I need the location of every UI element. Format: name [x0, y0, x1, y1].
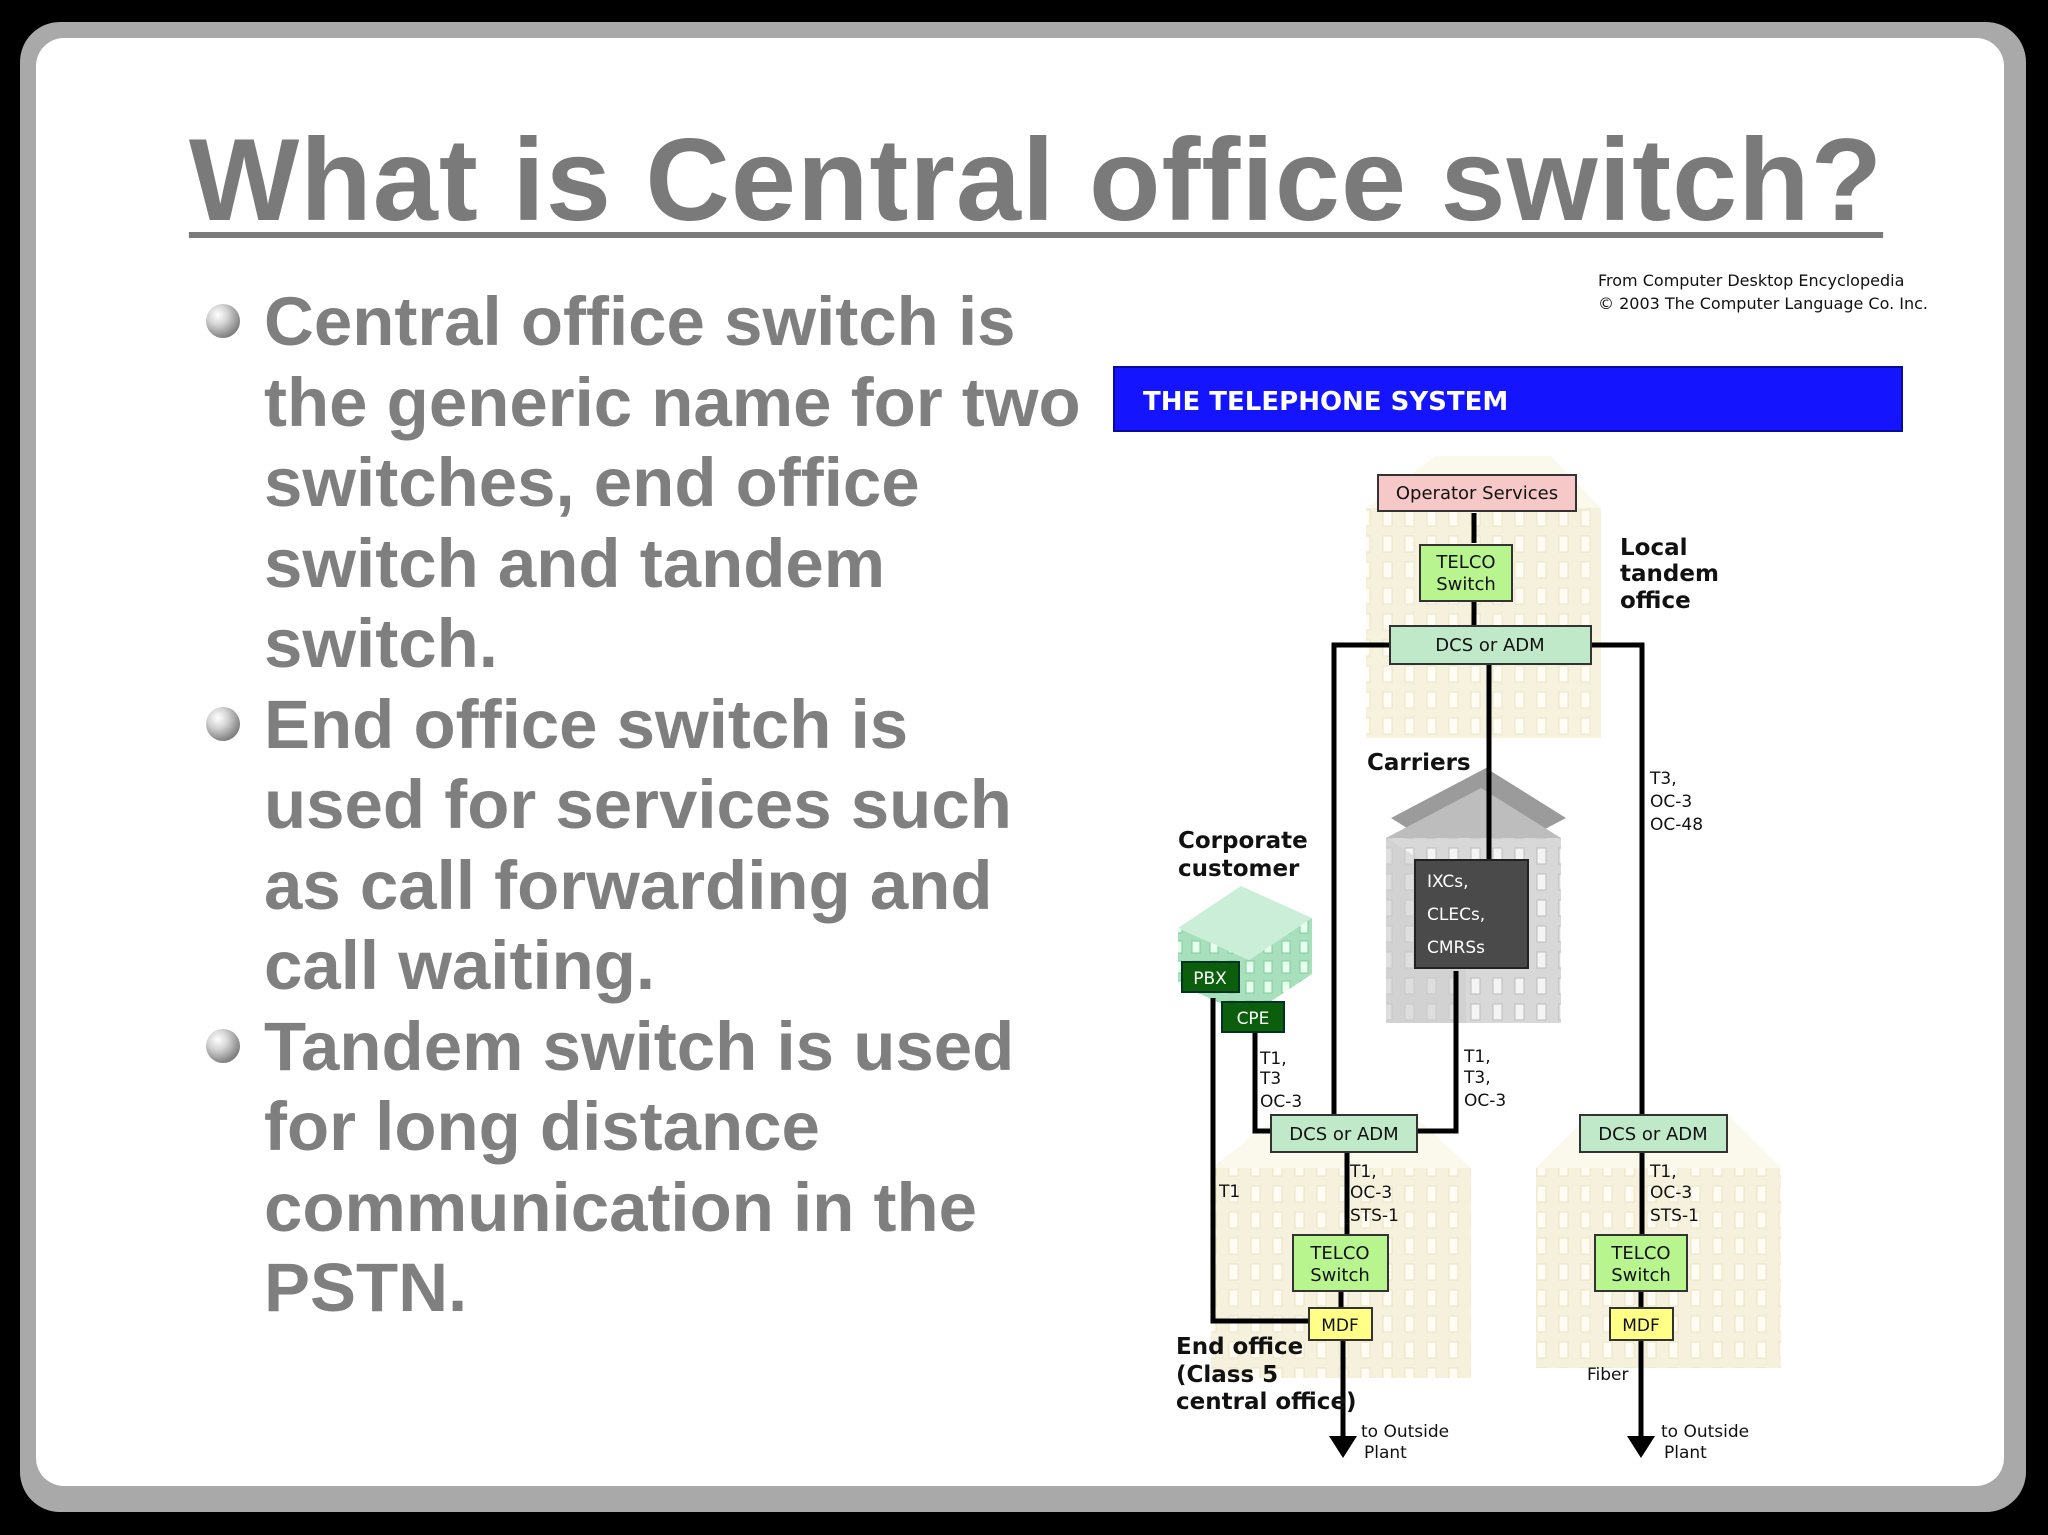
local-tandem-label: tandem: [1620, 561, 1719, 587]
telco-switch-box: [1292, 1234, 1389, 1292]
link-label: OC-3: [1464, 1091, 1506, 1111]
telco-label: TELCO: [1435, 552, 1495, 573]
outside-plant-label: to Outside: [1361, 1422, 1449, 1442]
telco-label: TELCO: [1309, 1243, 1369, 1264]
carriers-box: [1414, 859, 1529, 969]
bullet-sphere-icon: [206, 706, 240, 741]
operator-services-label: Operator Services: [1396, 483, 1558, 504]
link-label: T1,: [1463, 1047, 1491, 1067]
switch-label: Switch: [1611, 1265, 1671, 1286]
trunk-label: T3,: [1649, 769, 1677, 789]
dcs-adm-label: DCS or ADM: [1598, 1124, 1707, 1145]
switch-label: Switch: [1436, 574, 1496, 595]
bullet-text: Tandem switch is used for long distance …: [264, 1007, 1015, 1327]
bullet-item: Tandem switch is used for long distance …: [206, 1007, 1084, 1329]
link-label: T1,: [1349, 1162, 1377, 1182]
dcs-adm-box: [1579, 1114, 1728, 1153]
dcs-adm-box: [1270, 1114, 1418, 1153]
carriers-label: Carriers: [1367, 750, 1471, 776]
bullet-text: End office switch is used for services s…: [264, 685, 1012, 1005]
bullet-sphere-icon: [206, 1028, 240, 1063]
cpe-box: [1221, 1001, 1285, 1033]
corporate-label: customer: [1178, 856, 1300, 882]
pbx-label: PBX: [1193, 969, 1227, 989]
trunk-label: OC-3: [1650, 792, 1692, 812]
building-corporate: [1178, 886, 1312, 1016]
carrier-list-item: CLECs,: [1427, 905, 1485, 925]
mdf-box: [1308, 1307, 1373, 1341]
bullet-list: Central office switch is the generic nam…: [206, 282, 1084, 1329]
mdf-label: MDF: [1321, 1316, 1359, 1336]
link-label: T3: [1259, 1069, 1281, 1089]
bullet-item: Central office switch is the generic nam…: [206, 282, 1084, 685]
carrier-list-item: CMRSs: [1427, 938, 1485, 958]
corporate-label: Corporate: [1178, 828, 1308, 854]
dcs-adm-label: DCS or ADM: [1289, 1124, 1398, 1145]
link-label: OC-3: [1350, 1183, 1392, 1203]
connection-lines: [1210, 513, 1645, 1438]
arrow-down-icon: [1329, 1436, 1357, 1458]
telco-switch-box: [1419, 544, 1513, 602]
dcs-adm-box: [1389, 625, 1592, 665]
banner-title: THE TELEPHONE SYSTEM: [1143, 387, 1508, 417]
banner: [1113, 366, 1903, 432]
bullet-text: Central office switch is the generic nam…: [264, 283, 1081, 682]
local-tandem-label: office: [1620, 588, 1691, 614]
arrow-down-icon: [1627, 1436, 1655, 1458]
pbx-box: [1181, 961, 1240, 993]
mdf-box: [1609, 1307, 1674, 1341]
link-label: OC-3: [1260, 1092, 1302, 1112]
link-label: T1: [1218, 1182, 1240, 1202]
telco-label: TELCO: [1610, 1243, 1670, 1264]
slide: What is Central office switch? Central o…: [36, 38, 2004, 1486]
fiber-label: Fiber: [1587, 1365, 1629, 1385]
link-label: OC-3: [1650, 1183, 1692, 1203]
link-label: T1,: [1259, 1049, 1287, 1069]
link-label: STS-1: [1350, 1206, 1399, 1226]
credit-line: © 2003 The Computer Language Co. Inc.: [1598, 294, 1928, 313]
link-label: T3,: [1463, 1068, 1491, 1088]
telco-switch-box: [1594, 1234, 1688, 1292]
link-label: T1,: [1649, 1162, 1677, 1182]
bullet-sphere-icon: [206, 304, 240, 338]
link-label: STS-1: [1650, 1206, 1699, 1226]
end-office-label: (Class 5: [1176, 1362, 1278, 1388]
dcs-adm-label: DCS or ADM: [1435, 635, 1544, 656]
end-office-label: central office): [1176, 1389, 1357, 1415]
operator-services-box: [1377, 474, 1577, 512]
outside-plant-label: to Outside: [1661, 1422, 1749, 1442]
outside-plant-label: Plant: [1364, 1443, 1407, 1463]
bullet-item: End office switch is used for services s…: [206, 685, 1084, 1007]
credit-line: From Computer Desktop Encyclopedia: [1598, 271, 1904, 290]
outside-plant-label: Plant: [1664, 1443, 1707, 1463]
telephone-system-diagram: From Computer Desktop Encyclopedia © 200…: [1113, 271, 1928, 1463]
local-tandem-label: Local: [1620, 535, 1688, 561]
switch-label: Switch: [1310, 1265, 1370, 1286]
carrier-list-item: IXCs,: [1427, 872, 1469, 892]
slide-title: What is Central office switch?: [188, 114, 1884, 245]
end-office-label: End office: [1176, 1334, 1303, 1360]
trunk-label: OC-48: [1650, 815, 1703, 835]
mdf-label: MDF: [1622, 1316, 1660, 1336]
cpe-label: CPE: [1237, 1009, 1270, 1029]
